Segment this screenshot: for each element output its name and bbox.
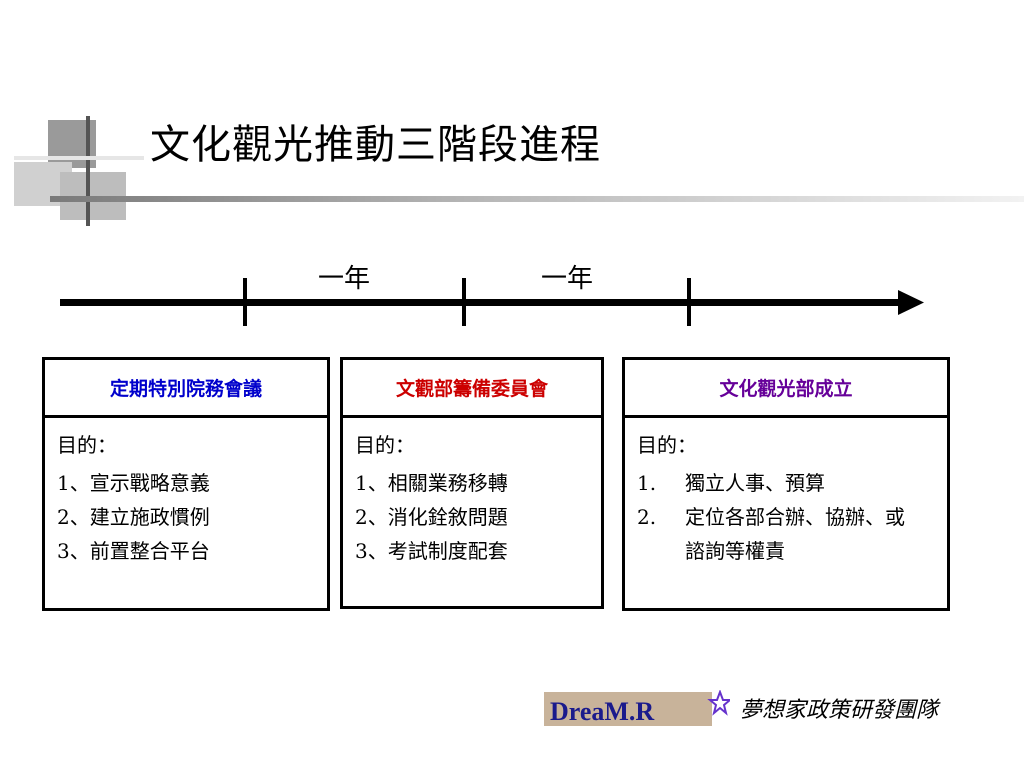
stage-box-2: 文觀部籌備委員會 目的： 1、相關業務移轉 2、消化銓敘問題 3、考試制度配套 [340,357,604,609]
stage-1-item-1: 1、宣示戰略意義 [57,471,210,495]
stage-3-purpose-label: 目的： [637,433,697,457]
timeline-tick-2 [462,278,466,326]
stage-2-item-1: 1、相關業務移轉 [355,471,508,495]
stage-2-item-3: 3、考試制度配套 [355,539,508,563]
stage-1-heading: 定期特別院務會議 [45,360,327,418]
stage-3-item-2: 2. 定位各部合辦、協辦、或諮詢等權責 [637,500,935,568]
stage-1-item-3: 3、前置整合平台 [57,539,210,563]
stage-2-heading: 文觀部籌備委員會 [343,360,601,418]
timeline-arrow [60,278,924,326]
stage-box-3: 文化觀光部成立 目的： 1. 獨立人事、預算 2. 定位各部合辦、協辦、或諮詢等… [622,357,950,611]
stage-2-item-2: 2、消化銓敘問題 [355,505,508,529]
page-title: 文化觀光推動三階段進程 [150,122,601,168]
stage-3-item-2-text: 定位各部合辦、協辦、或諮詢等權責 [685,505,905,563]
decorative-squares [14,116,144,226]
timeline-year-label-1: 一年 [318,264,371,294]
timeline-year-label-2: 一年 [541,264,594,294]
star-icon [707,690,730,716]
decorative-squares-graphic [14,116,144,226]
stage-box-1: 定期特別院務會議 目的： 1、宣示戰略意義 2、建立施政慣例 3、前置整合平台 [42,357,330,611]
stage-1-purpose-label: 目的： [57,433,117,457]
logo-text: DreaM.R [550,697,654,726]
dreamr-logo: DreaM.R [544,690,730,726]
stage-1-item-2: 2、建立施政慣例 [57,505,210,529]
stage-3-item-1-number: 1. [637,471,657,495]
team-name: 夢想家政策研發團隊 [740,698,939,723]
stage-2-purpose-label: 目的： [355,433,415,457]
timeline-tick-1 [243,278,247,326]
stage-3-heading: 文化觀光部成立 [625,360,947,418]
timeline-tick-3 [687,278,691,326]
stage-3-item-1-text: 獨立人事、預算 [685,471,825,495]
stage-3-item-2-number: 2. [637,505,657,529]
stage-3-item-1: 1. 獨立人事、預算 [637,466,935,500]
title-underline [50,196,1024,202]
